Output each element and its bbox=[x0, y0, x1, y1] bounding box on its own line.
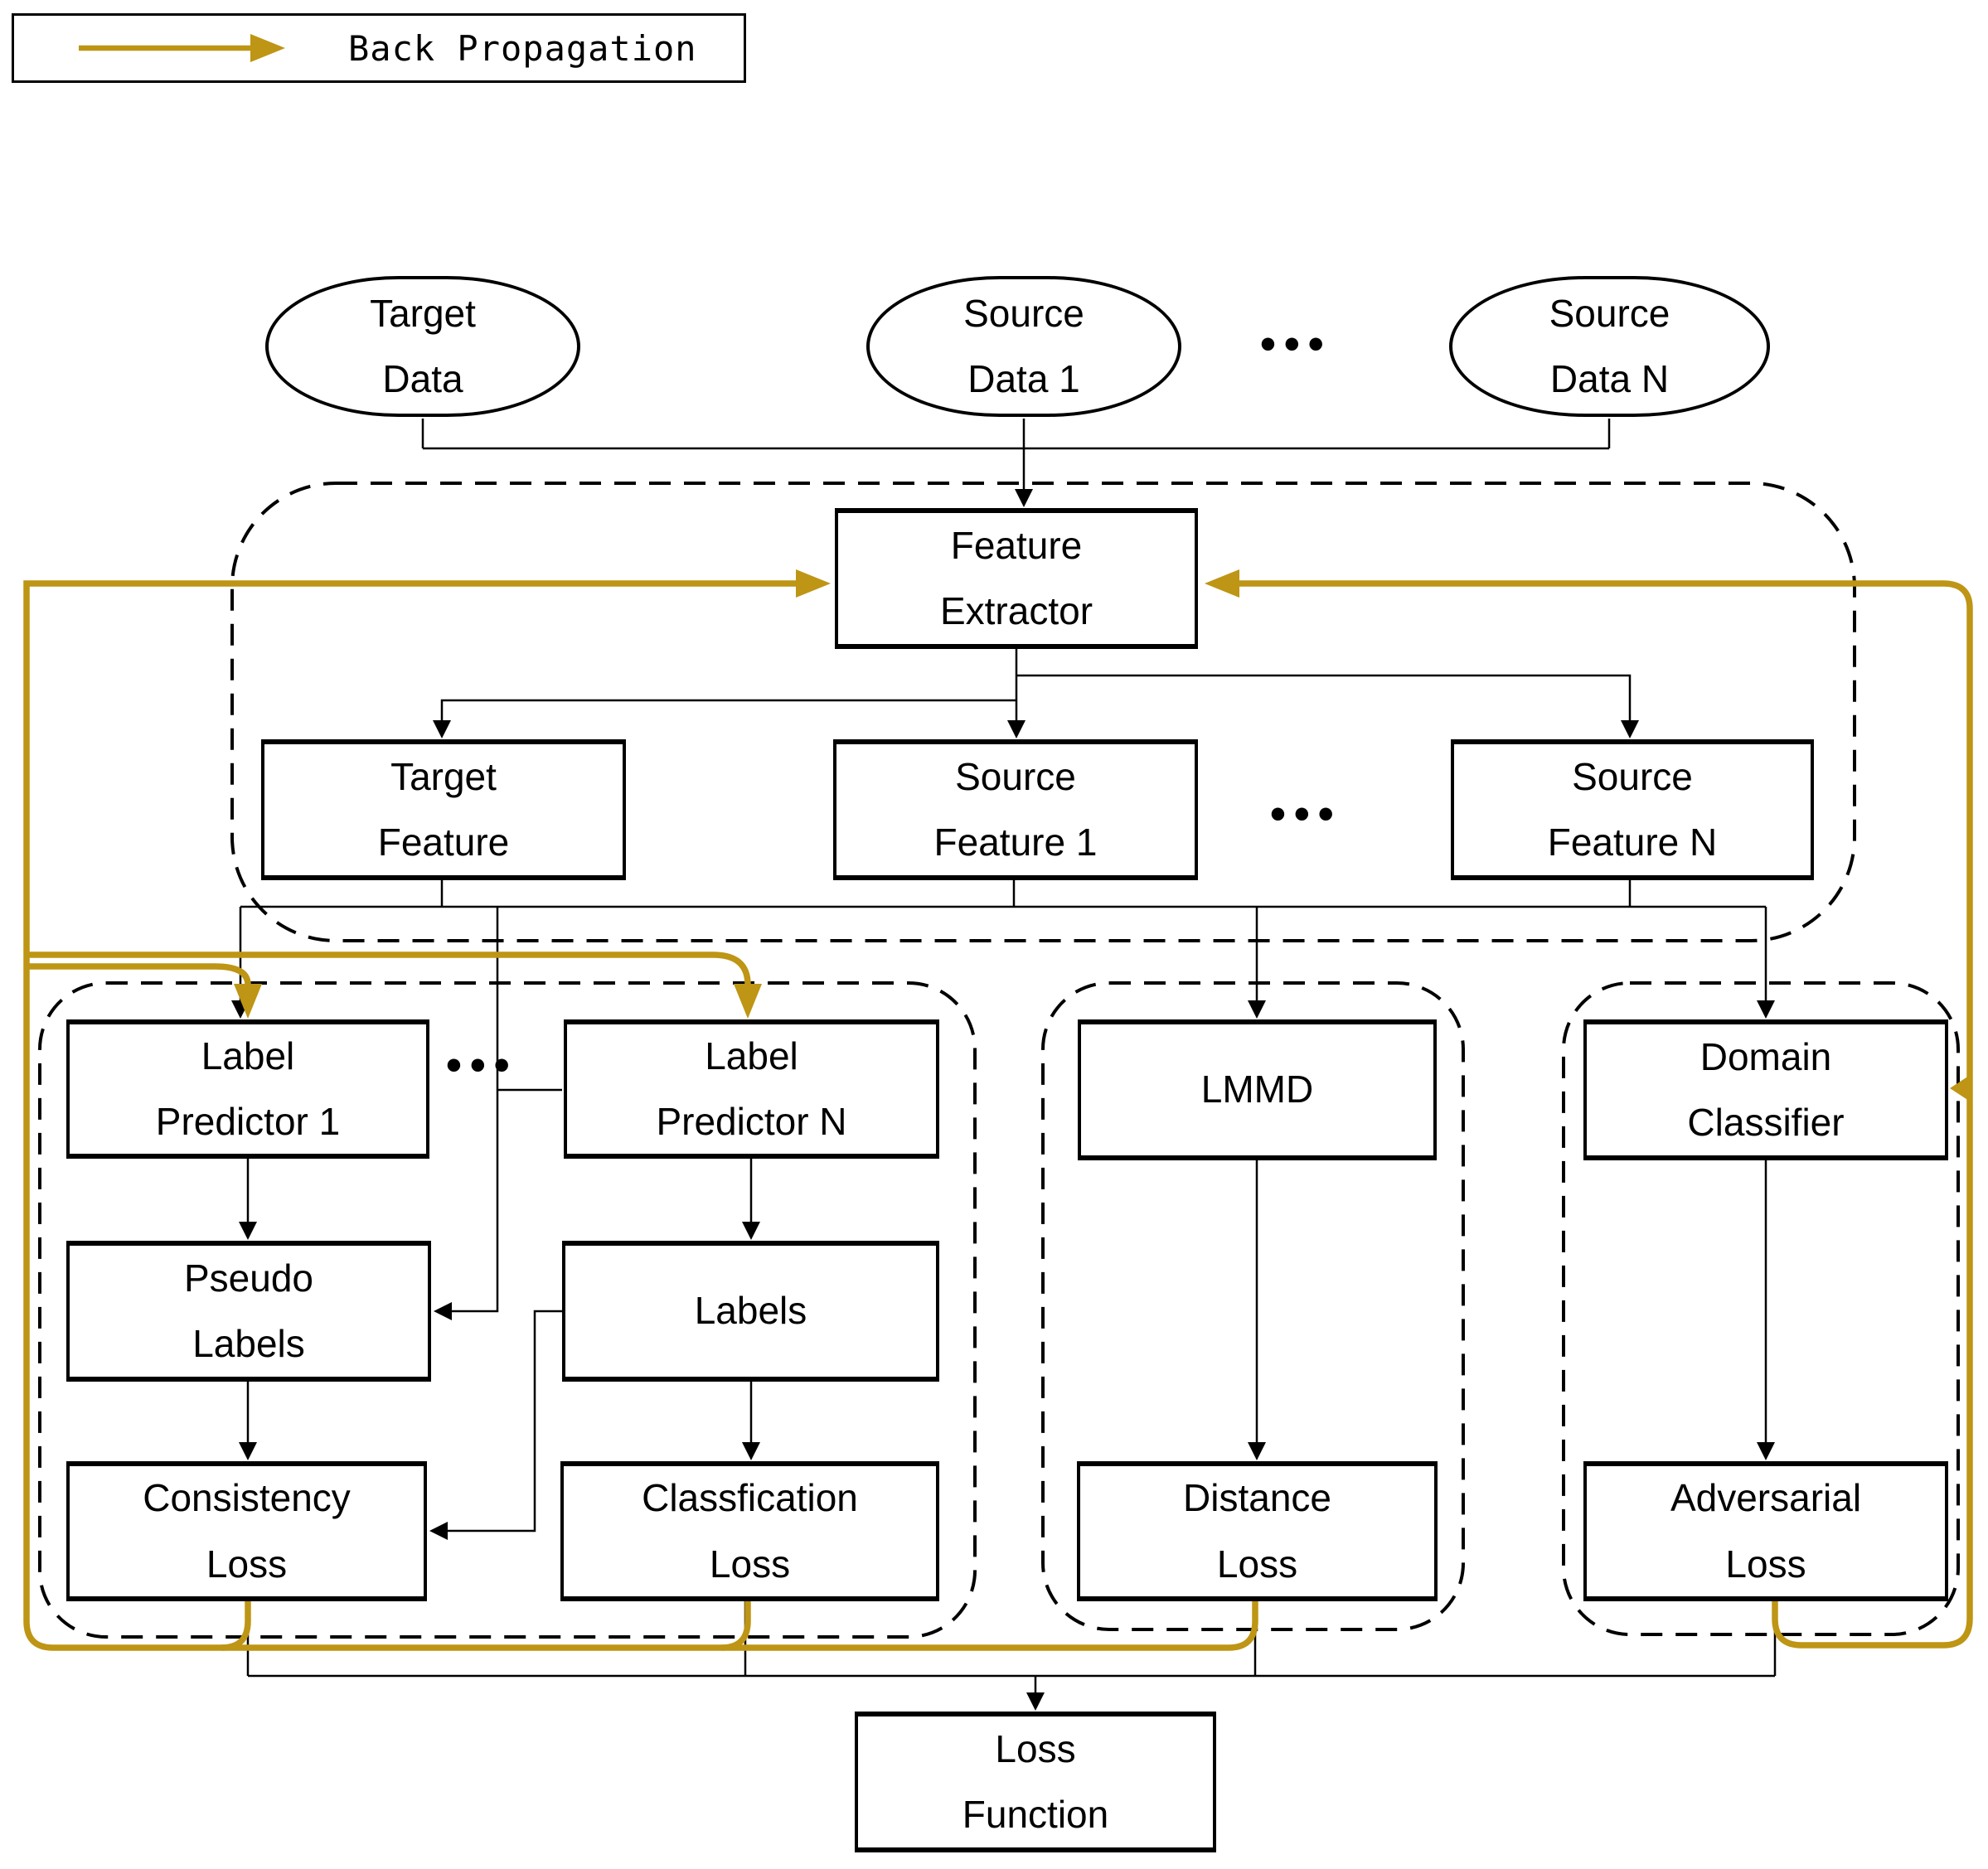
backprop-classfication-loss-stub bbox=[720, 1601, 751, 1651]
node-label: Predictor N bbox=[656, 1100, 847, 1143]
node-label: Target bbox=[390, 754, 497, 798]
node-label: Distance bbox=[1183, 1476, 1331, 1520]
node-distance-loss: Distance Loss bbox=[1077, 1461, 1438, 1601]
node-label: LMMD bbox=[1200, 1068, 1314, 1111]
node-label: Extractor bbox=[939, 589, 1093, 632]
node-label: Domain bbox=[1699, 1034, 1832, 1078]
node-source-data-n: Source Data N bbox=[1449, 276, 1770, 417]
node-label-predictor-n: Label Predictor N bbox=[564, 1019, 939, 1159]
node-label: Feature bbox=[950, 523, 1083, 567]
arrow-into-pseudo-labels-side bbox=[434, 907, 499, 1320]
ellipsis-predictor-row: ••• bbox=[446, 1040, 518, 1090]
node-adversarial-loss: Adversarial Loss bbox=[1583, 1461, 1948, 1601]
ellipsis-feature-row: ••• bbox=[1270, 789, 1342, 839]
node-domain-classifier: Domain Classifier bbox=[1583, 1019, 1948, 1160]
backprop-consistency-loss-stub bbox=[221, 1601, 251, 1651]
node-label: Labels bbox=[694, 1289, 807, 1333]
node-label: Loss bbox=[1216, 1542, 1298, 1586]
node-label: Pseudo bbox=[183, 1256, 313, 1300]
node-label: Data 1 bbox=[967, 357, 1080, 400]
node-target-feature: Target Feature bbox=[261, 739, 626, 880]
node-label: Source bbox=[963, 291, 1084, 335]
backprop-to-label-predictor-1 bbox=[27, 963, 262, 1019]
node-label: Loss bbox=[709, 1542, 791, 1586]
node-pseudo-labels: Pseudo Labels bbox=[66, 1241, 431, 1382]
ellipsis-data-row: ••• bbox=[1260, 319, 1332, 369]
node-lmmd: LMMD bbox=[1078, 1019, 1437, 1160]
node-consistency-loss: Consistency Loss bbox=[66, 1461, 427, 1601]
node-label: Data N bbox=[1549, 357, 1670, 400]
node-label: Predictor 1 bbox=[155, 1100, 341, 1143]
node-label: Loss bbox=[206, 1542, 288, 1586]
node-label: Adversarial bbox=[1670, 1476, 1862, 1520]
domain-classifier-group-outline bbox=[1562, 981, 1960, 1636]
feature-extractor-group-outline bbox=[230, 482, 1856, 942]
backprop-to-label-predictor-n bbox=[27, 951, 762, 1019]
arrow-labels-to-consistency-loss bbox=[429, 1310, 562, 1540]
node-label: Target bbox=[370, 291, 476, 335]
node-classfication-loss: Classfication Loss bbox=[560, 1461, 939, 1601]
node-label: Classifier bbox=[1687, 1101, 1845, 1144]
node-label: Source bbox=[1549, 291, 1670, 335]
node-loss-function: Loss Function bbox=[855, 1712, 1216, 1852]
dashed-containers bbox=[38, 482, 1960, 1639]
node-label: Loss bbox=[995, 1726, 1076, 1770]
data-bus-line bbox=[421, 419, 1611, 450]
node-label: Label bbox=[201, 1034, 295, 1077]
backprop-left-trunk-to-feature-extractor bbox=[23, 569, 1258, 1651]
node-label: Source bbox=[955, 754, 1076, 798]
node-label: Feature bbox=[377, 821, 510, 864]
node-label: Loss bbox=[1725, 1542, 1806, 1586]
node-label: Classfication bbox=[642, 1476, 858, 1520]
label-predictor-group-outline bbox=[38, 981, 977, 1639]
node-label: Feature 1 bbox=[933, 821, 1098, 864]
backprop-arrowhead-domain-classifier bbox=[1950, 1074, 1971, 1102]
node-label: Data bbox=[382, 357, 463, 400]
backprop-connectors bbox=[23, 34, 1973, 1651]
feature-bus-line bbox=[240, 880, 1766, 908]
node-labels: Labels bbox=[562, 1241, 939, 1382]
backprop-right-trunk-to-feature-extractor bbox=[1205, 569, 1973, 1649]
arrow-fe-to-source-feature-n bbox=[1016, 674, 1639, 738]
node-label: Consistency bbox=[143, 1476, 351, 1520]
node-feature-extractor: Feature Extractor bbox=[835, 508, 1198, 649]
legend-box bbox=[12, 13, 746, 83]
node-source-feature-n: Source Feature N bbox=[1451, 739, 1814, 880]
node-label: Label bbox=[705, 1034, 798, 1077]
node-target-data: Target Data bbox=[265, 276, 580, 417]
node-source-feature-1: Source Feature 1 bbox=[833, 739, 1198, 880]
node-label: Labels bbox=[192, 1322, 305, 1365]
legend-label: Back Propagation bbox=[348, 27, 697, 69]
node-label: Function bbox=[962, 1793, 1109, 1836]
node-label: Feature N bbox=[1547, 821, 1718, 864]
node-label: Source bbox=[1572, 754, 1693, 798]
arrow-fe-to-target-feature bbox=[433, 699, 1016, 738]
node-label-predictor-1: Label Predictor 1 bbox=[66, 1019, 429, 1159]
node-source-data-1: Source Data 1 bbox=[866, 276, 1181, 417]
